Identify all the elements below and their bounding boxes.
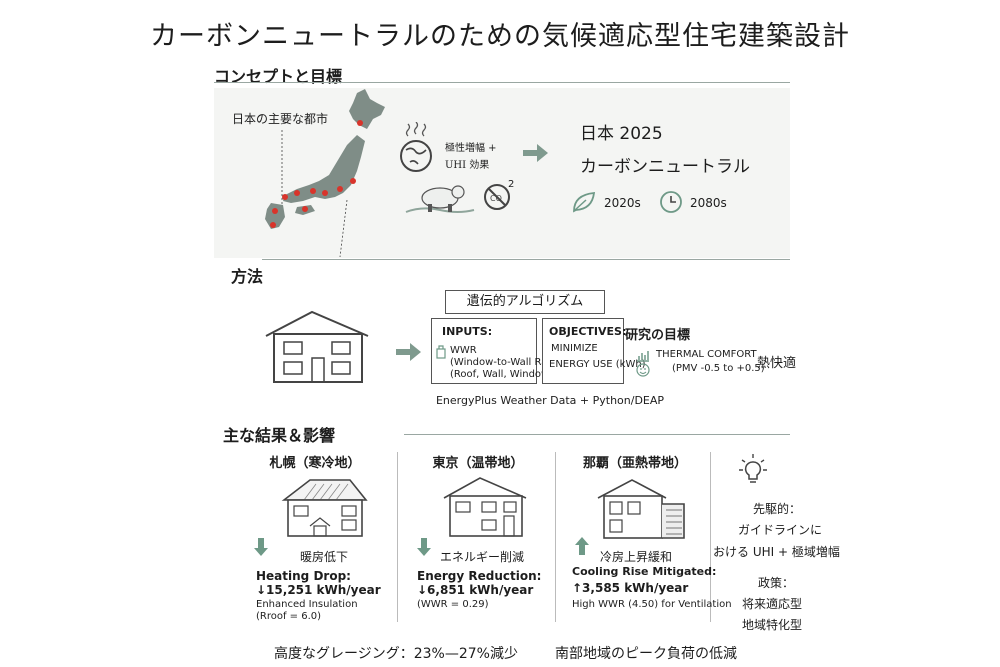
chart-bars-icon <box>636 348 650 362</box>
city-name: 東京（温帯地） <box>432 456 524 471</box>
metric-value: ↓15,251 kWh/year <box>256 583 381 597</box>
metric-value: ↓6,851 kWh/year <box>417 583 534 597</box>
city-effect: 暖房低下 <box>300 550 349 564</box>
objectives-title: OBJECTIVES: <box>549 325 627 338</box>
svg-text:CO: CO <box>490 194 502 203</box>
city-effect: エネルギー削減 <box>440 550 525 564</box>
method-divider <box>262 259 790 260</box>
column-divider <box>397 452 398 622</box>
concept-heading: コンセプトと目標 <box>214 67 343 86</box>
metric-label: Energy Reduction: <box>417 569 542 583</box>
city-name: 那覇（亜熱帯地） <box>582 456 687 471</box>
side-line6: 地域特化型 <box>742 618 803 632</box>
co2-superscript: 2 <box>508 179 515 190</box>
clock-icon <box>659 190 683 214</box>
era-2080s: 2080s <box>690 196 727 210</box>
right-arrow-icon <box>523 143 549 163</box>
method-heading: 方法 <box>231 267 264 286</box>
up-arrow-icon <box>575 537 589 555</box>
wwr-icon <box>436 345 446 359</box>
comfort-line1: THERMAL COMFORT <box>656 349 757 360</box>
inputs-line2: (Window-to-Wall Ratio <box>450 357 561 368</box>
japan-map-icon <box>245 85 395 260</box>
metric-note: (WWR = 0.29) <box>417 599 489 610</box>
metric-label: Heating Drop: <box>256 569 351 583</box>
warming-text: 極性増幅 + <box>445 143 497 154</box>
city-name: 札幌（寒冷地） <box>269 456 361 471</box>
concept-divider <box>214 82 790 83</box>
lightbulb-icon <box>738 452 768 486</box>
goal-year: 日本 2025 <box>580 124 663 144</box>
results-heading: 主な結果＆影響 <box>223 426 336 445</box>
uhi-text: UHI 効果 <box>445 160 490 171</box>
comfort-line2: (PMV -0.5 to +0.5) <box>672 363 765 374</box>
inputs-title: INPUTS: <box>442 325 493 338</box>
inputs-line1: WWR <box>450 345 477 356</box>
page-title: カーボンニュートラルのための気候適応型住宅建築設計 <box>150 21 850 52</box>
footer-glazing: 高度なグレージング：23%—27%減少 <box>274 646 518 662</box>
column-divider <box>710 452 711 622</box>
research-goal: 研究の目標 <box>625 328 691 343</box>
objectives-box: OBJECTIVES: MINIMIZE ENERGY USE (kWh) <box>542 318 646 384</box>
era-2020s: 2020s <box>604 196 641 210</box>
inputs-box: INPUTS: WWR (Window-to-Wall Ratio (Roof,… <box>431 318 560 384</box>
down-arrow-icon <box>417 538 431 556</box>
results-divider <box>404 434 790 435</box>
concept-panel <box>214 88 790 258</box>
tools-text: EnergyPlus Weather Data + Python/DEAP <box>435 394 665 407</box>
map-label: 日本の主要な都市 <box>232 112 329 126</box>
objectives-line1: MINIMIZE <box>551 343 598 354</box>
warming-globe-icon <box>396 122 440 174</box>
column-divider <box>555 452 556 622</box>
sapporo-house-icon <box>280 476 370 538</box>
side-line4: 政策： <box>758 576 795 590</box>
metric-note: (Rroof = 6.0) <box>256 611 322 622</box>
no-co2-icon: CO <box>482 182 512 212</box>
leaf-icon <box>572 191 596 213</box>
comfort-jp: 熱快適 <box>757 356 797 371</box>
metric-note: Enhanced Insulation <box>256 599 358 610</box>
footer-peak-load: 南部地域のピーク負荷の低減 <box>555 646 737 662</box>
smiley-icon <box>636 363 650 377</box>
metric-value: ↑3,585 kWh/year <box>572 581 689 595</box>
tokyo-house-icon <box>440 476 530 538</box>
goal-carbon-neutral: カーボンニュートラル <box>580 157 750 177</box>
side-line2: ガイドラインに <box>738 523 823 537</box>
metric-label: Cooling Rise Mitigated: <box>572 565 717 578</box>
method-arrow-icon <box>396 342 422 362</box>
polar-bear-icon <box>404 178 476 218</box>
objectives-line2: ENERGY USE (kWh) <box>549 359 646 370</box>
house-icon <box>262 306 372 386</box>
city-effect: 冷房上昇緩和 <box>600 550 673 564</box>
side-line5: 将来適応型 <box>742 597 803 611</box>
ga-title: 遺伝的アルゴリズム <box>445 290 605 314</box>
naha-house-icon <box>596 476 688 540</box>
inputs-line3: (Roof, Wall, Window) <box>450 369 554 380</box>
down-arrow-icon <box>254 538 268 556</box>
side-line3: おける UHI + 極域増幅 <box>713 545 840 559</box>
metric-note: High WWR (4.50) for Ventilation <box>572 599 732 610</box>
side-line1: 先駆的： <box>753 502 802 516</box>
